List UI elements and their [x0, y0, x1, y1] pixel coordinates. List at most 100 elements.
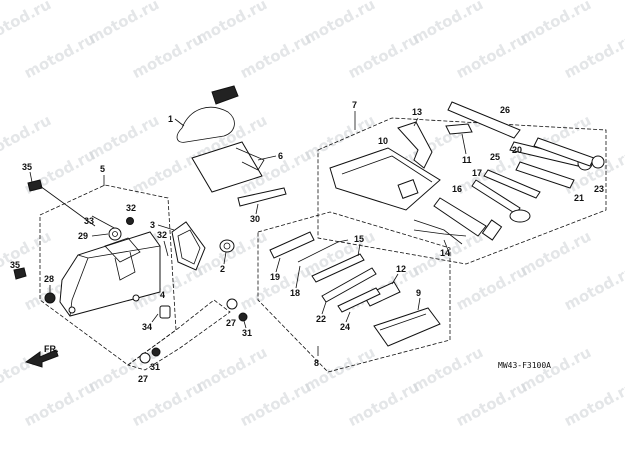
- watermark-text: motod.ru: [129, 30, 206, 82]
- callout-13: 13: [412, 107, 422, 117]
- hex-key-18[interactable]: [297, 239, 349, 263]
- extension-15[interactable]: [311, 253, 365, 283]
- callout-6: 6: [278, 151, 283, 161]
- watermark-text: motod.ru: [193, 343, 270, 395]
- bolt-35-upper[interactable]: [27, 179, 96, 227]
- watermark-text: motod.ru: [85, 111, 162, 163]
- toolbox-frame: [39, 184, 231, 371]
- toolbox-case[interactable]: [59, 231, 161, 317]
- screwdriver-handle-12[interactable]: [363, 281, 401, 307]
- watermark-text: motod.ru: [237, 262, 314, 314]
- callout-29: 29: [78, 231, 88, 241]
- callout-5: 5: [100, 164, 105, 174]
- callout-20: 20: [512, 145, 522, 155]
- watermark-text: motod.ru: [409, 0, 486, 48]
- bungee-strap[interactable]: [176, 85, 239, 143]
- watermark-text: motod.ru: [301, 0, 378, 48]
- watermark-text: motod.ru: [453, 30, 530, 82]
- callout-23: 23: [594, 184, 604, 194]
- callout-35-lower: 35: [10, 260, 20, 270]
- callout-27-right: 27: [226, 318, 236, 328]
- watermark-text: motod.ru: [193, 227, 270, 279]
- callout-18: 18: [290, 288, 300, 298]
- nut-31-bottom[interactable]: [151, 347, 161, 357]
- drawing-code: MW43-F3100A: [498, 361, 551, 370]
- watermark-text: motod.ru: [237, 378, 314, 430]
- toolkit-frame-7: [317, 117, 607, 265]
- watermark-text: motod.ru: [517, 0, 594, 48]
- callout-16: 16: [452, 184, 462, 194]
- nut-27-bottom[interactable]: [139, 352, 151, 364]
- screwdriver-22[interactable]: [321, 267, 377, 303]
- nut-31-right[interactable]: [238, 312, 248, 322]
- callout-31-right: 31: [242, 328, 252, 338]
- grommet-28[interactable]: [44, 292, 56, 304]
- nut-27-right[interactable]: [226, 298, 238, 310]
- watermark-text: motod.ru: [345, 378, 422, 430]
- watermark-text: motod.ru: [129, 378, 206, 430]
- wrench-23[interactable]: [533, 137, 605, 169]
- bolt-35-lower[interactable]: [13, 267, 27, 280]
- watermark-text: motod.ru: [21, 30, 98, 82]
- callout-25: 25: [490, 152, 500, 162]
- watermark-text: motod.ru: [21, 378, 98, 430]
- callout-14: 14: [440, 248, 450, 258]
- callout-12: 12: [396, 264, 406, 274]
- callout-30: 30: [250, 214, 260, 224]
- watermark-text: motod.ru: [301, 343, 378, 395]
- callout-24: 24: [340, 322, 350, 332]
- spanner-19[interactable]: [269, 231, 315, 259]
- toolbox-clamp[interactable]: [171, 221, 235, 271]
- watermark-text: motod.ru: [561, 30, 625, 82]
- callout-17: 17: [472, 168, 482, 178]
- extension-bar-17[interactable]: [471, 179, 531, 223]
- callout-2: 2: [220, 264, 225, 274]
- callout-layer: 1 6 30 5 35 33 32 29 3 32 2 35 28 4 34 2…: [10, 100, 604, 384]
- collar-29-inner: [112, 231, 118, 237]
- wrench-21[interactable]: [515, 161, 575, 189]
- callout-33: 33: [84, 216, 94, 226]
- watermark-text: motod.ru: [85, 0, 162, 48]
- callout-19: 19: [270, 272, 280, 282]
- callout-26: 26: [500, 105, 510, 115]
- tool-strap-6[interactable]: [191, 141, 265, 193]
- wrench-26[interactable]: [447, 101, 521, 139]
- front-label: FR.: [44, 344, 59, 354]
- callout-3: 3: [150, 220, 155, 230]
- watermark-text: motod.ru: [345, 30, 422, 82]
- wrench-11[interactable]: [445, 123, 473, 135]
- callout-22: 22: [316, 314, 326, 324]
- callout-32-lower: 32: [157, 230, 167, 240]
- callout-7: 7: [352, 100, 357, 110]
- watermark-text: motod.ru: [0, 227, 54, 279]
- watermark-text: motod.ru: [129, 146, 206, 198]
- callout-10: 10: [378, 136, 388, 146]
- tool-bag-10[interactable]: [329, 147, 441, 211]
- screwdriver-16[interactable]: [433, 197, 503, 241]
- bolt-34[interactable]: [159, 305, 171, 319]
- callout-31-bottom: 31: [150, 362, 160, 372]
- washer-29[interactable]: [108, 227, 122, 241]
- watermark-text: motod.ru: [409, 343, 486, 395]
- watermark-text: motod.ru: [453, 378, 530, 430]
- callout-1: 1: [168, 114, 173, 124]
- screwdriver-24[interactable]: [337, 287, 381, 313]
- front-arrow-icon: [24, 349, 59, 368]
- callout-8: 8: [314, 358, 319, 368]
- watermark-text: motod.ru: [193, 0, 270, 48]
- wrench-25[interactable]: [483, 169, 541, 199]
- callout-15: 15: [354, 234, 364, 244]
- callout-35-upper: 35: [22, 162, 32, 172]
- callout-21: 21: [574, 193, 584, 203]
- tool-pouch-9[interactable]: [373, 307, 441, 347]
- watermark-text: motod.ru: [0, 0, 54, 48]
- watermark-text: motod.ru: [561, 378, 625, 430]
- pliers-14[interactable]: [413, 219, 467, 245]
- callout-28: 28: [44, 274, 54, 284]
- callout-34: 34: [142, 322, 152, 332]
- nut-32-upper[interactable]: [126, 217, 134, 225]
- watermark-text: motod.ru: [453, 262, 530, 314]
- band-30[interactable]: [237, 187, 287, 207]
- watermark-text: motod.ru: [0, 111, 54, 163]
